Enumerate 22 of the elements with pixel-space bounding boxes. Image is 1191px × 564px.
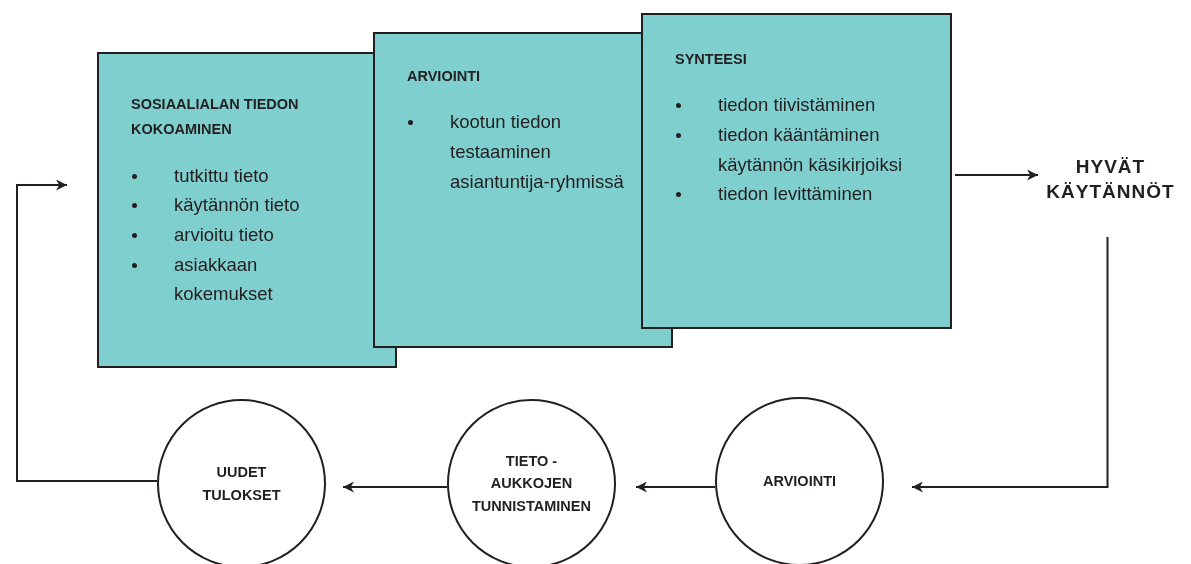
outcome-label: HYVÄT KÄYTÄNNÖT bbox=[1030, 140, 1191, 220]
arrow bbox=[911, 236, 1109, 493]
arrow bbox=[635, 481, 716, 493]
process-card bbox=[373, 32, 673, 348]
process-card bbox=[641, 13, 952, 329]
card-heading: SYNTEESI bbox=[675, 50, 748, 69]
bullet-item: asiakkaan kokemukset bbox=[174, 253, 273, 305]
process-card bbox=[97, 52, 397, 368]
bullet-item: tutkittu tieto bbox=[174, 164, 269, 186]
bullet-item: arvioitu tieto bbox=[174, 223, 274, 245]
circle-label: UUDET TULOKSET bbox=[201, 463, 282, 505]
arrow bbox=[16, 179, 158, 482]
circle-label: ARVIOINTI bbox=[761, 472, 837, 492]
card-heading: SOSIAALIALAN TIEDON KOKOAMINEN bbox=[131, 95, 300, 140]
bullet-item: kootun tiedon testaaminen asiantuntija-ryhmissä bbox=[450, 111, 624, 192]
arrow bbox=[954, 169, 1039, 181]
card-heading: ARVIOINTI bbox=[407, 67, 482, 86]
bullet-item: tiedon levittäminen bbox=[718, 183, 873, 205]
circle-label: TIETO - AUKKOJEN TUNNISTAMINEN bbox=[471, 451, 592, 516]
bullet-item: tiedon tiivistäminen bbox=[718, 94, 876, 116]
arrow bbox=[342, 481, 448, 493]
bullet-item: käytännön tieto bbox=[174, 194, 300, 216]
